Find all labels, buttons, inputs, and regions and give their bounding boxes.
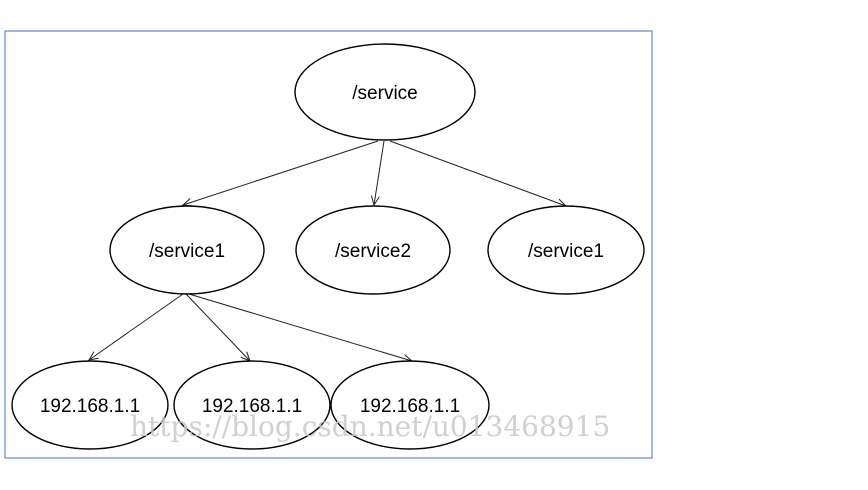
node-ip-2: 192.168.1.1: [173, 360, 331, 450]
node-service2-label: /service2: [335, 241, 411, 262]
node-service1-left-shape: [109, 205, 265, 295]
node-service2: /service2: [295, 205, 451, 295]
node-ip-3-label: 192.168.1.1: [360, 396, 460, 417]
node-ip-3-shape: [330, 360, 490, 450]
node-root: /service: [294, 43, 476, 141]
node-ip-1-shape: [11, 360, 169, 450]
edge-root-to-service1-right: [389, 140, 566, 206]
node-service2-shape: [295, 205, 451, 295]
node-ip-3: 192.168.1.1: [330, 360, 490, 450]
node-ip-2-shape: [173, 360, 331, 450]
node-ip-2-label: 192.168.1.1: [202, 396, 302, 417]
edge-root-to-service1-left: [183, 140, 379, 205]
edge-root-to-service2: [374, 140, 385, 205]
node-service1-left: /service1: [109, 205, 265, 295]
edge-service1-left-to-ip-3: [188, 293, 412, 361]
edge-service1-left-to-ip-1: [89, 293, 184, 360]
node-ip-1: 192.168.1.1: [11, 360, 169, 450]
node-service1-right-shape: [487, 205, 645, 295]
edge-service1-left-to-ip-2: [185, 293, 250, 361]
node-service1-right: /service1: [487, 205, 645, 295]
watermark: https://blog.csdn.net/u013468915: [130, 410, 610, 443]
node-root-label: /service: [352, 83, 417, 104]
node-ip-1-label: 192.168.1.1: [40, 396, 140, 417]
node-service1-right-label: /service1: [528, 241, 604, 262]
edges-layer: [89, 140, 566, 361]
node-service1-left-label: /service1: [149, 241, 225, 262]
node-root-shape: [294, 43, 476, 141]
